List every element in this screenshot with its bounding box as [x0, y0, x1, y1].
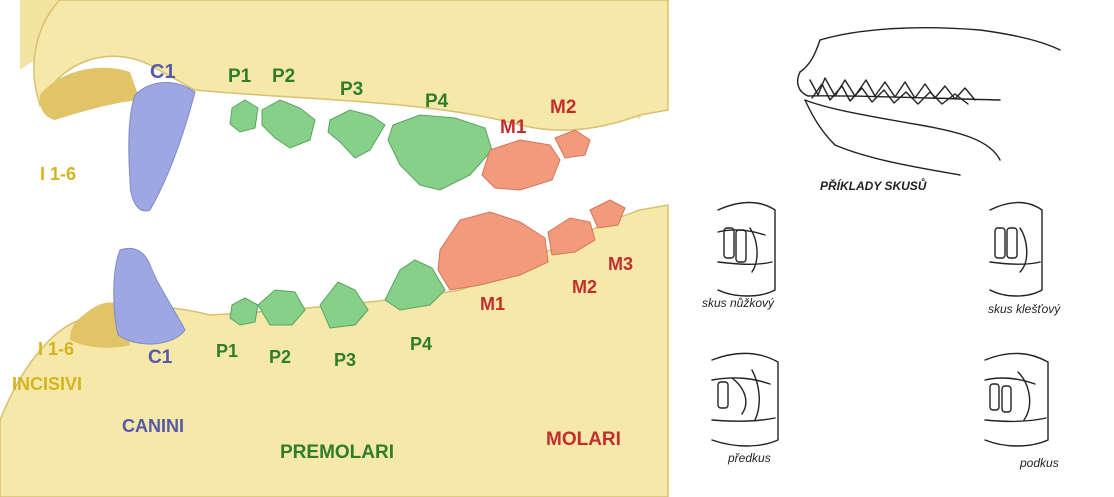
label-lower-p3: P3 — [334, 350, 356, 370]
bite-title: PŘÍKLADY SKUSŮ — [820, 177, 927, 193]
label-lower-c1: C1 — [148, 347, 173, 368]
label-lower-p2: P2 — [269, 347, 291, 367]
label-upper-m1: M1 — [500, 117, 527, 138]
label-upper-p1: P1 — [228, 66, 252, 87]
label-upper-p2: P2 — [272, 66, 295, 87]
label-lower-m1: M1 — [480, 294, 505, 314]
category-molari: MOLARI — [546, 429, 621, 450]
label-upper-incisors: I 1-6 — [40, 164, 76, 184]
category-premolari: PREMOLARI — [280, 442, 394, 463]
caption-overshot: předkus — [727, 451, 771, 465]
label-lower-p1: P1 — [216, 341, 238, 361]
label-lower-m2: M2 — [572, 277, 597, 297]
skull-jaw-panel: C1 P1 P2 P3 P4 M1 M2 I 1-6 C1 P1 P2 P3 P… — [0, 0, 668, 497]
label-lower-incisors: I 1-6 — [38, 339, 74, 359]
label-upper-c1: C1 — [150, 61, 176, 83]
bite-examples-panel: PŘÍKLADY SKUSŮ skus nůžkový skus klešťov… — [702, 28, 1061, 470]
caption-level-bite: skus klešťový — [988, 302, 1061, 316]
label-upper-m2: M2 — [550, 97, 576, 118]
category-incisivi: INCISIVI — [12, 374, 82, 394]
label-lower-m3: M3 — [608, 254, 633, 274]
label-upper-p4: P4 — [425, 91, 449, 112]
label-lower-p4: P4 — [410, 334, 432, 354]
scissor-bite-illustration — [718, 203, 775, 297]
caption-undershot: podkus — [1019, 456, 1059, 470]
overshot-bite-illustration — [712, 353, 778, 446]
bite-overview-illustration — [798, 28, 1060, 175]
category-canini: CANINI — [122, 416, 184, 436]
caption-scissor-bite: skus nůžkový — [702, 296, 775, 310]
undershot-bite-illustration — [985, 353, 1048, 446]
level-bite-illustration — [990, 203, 1042, 297]
label-upper-p3: P3 — [340, 79, 363, 100]
